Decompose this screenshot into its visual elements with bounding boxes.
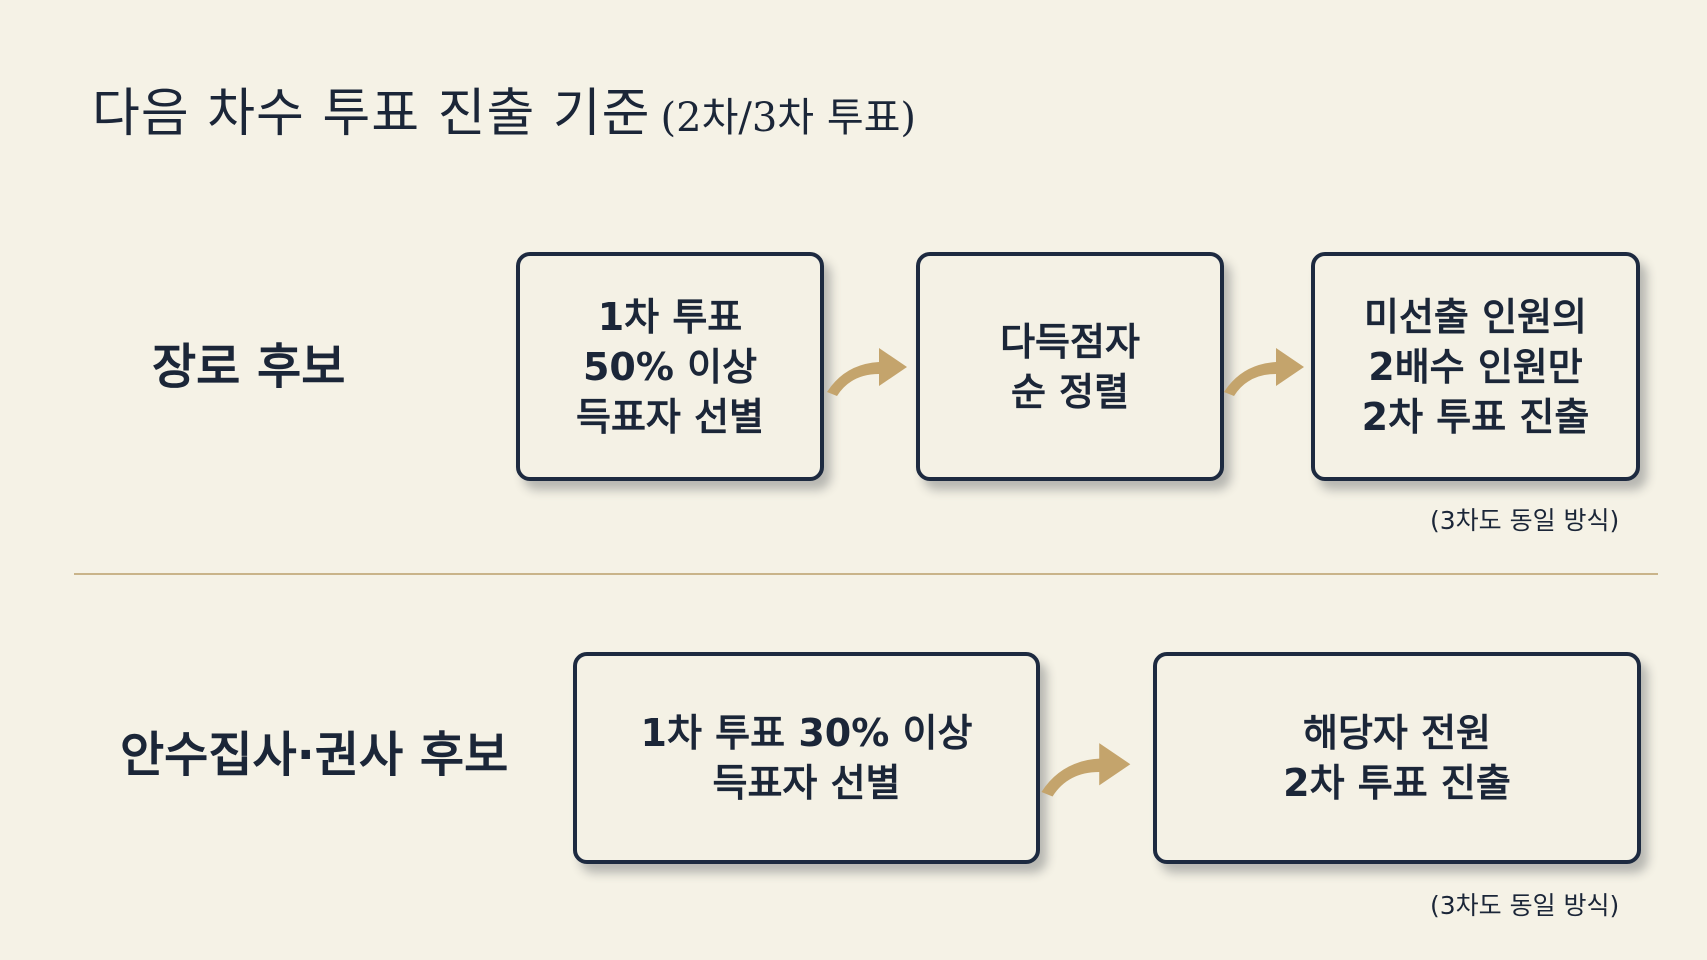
page-title: 다음 차수 투표 진출 기준(2차/3차 투표) — [92, 88, 916, 140]
step-box-elder-1: 1차 투표 50% 이상 득표자 선별 — [516, 252, 824, 481]
section-divider — [74, 573, 1658, 575]
box-line: 1차 투표 30% 이상 — [640, 711, 973, 755]
box-line: 2배수 인원만 — [1368, 344, 1583, 389]
box-line: 미선출 인원의 — [1364, 294, 1587, 339]
box-line: 2차 투표 진출 — [1361, 394, 1590, 439]
row-label-elder: 장로 후보 — [152, 339, 346, 395]
box-line: 다득점자 — [1000, 319, 1140, 364]
note-elder: (3차도 동일 방식) — [1430, 506, 1620, 535]
step-box-elder-3: 미선출 인원의 2배수 인원만 2차 투표 진출 — [1311, 252, 1640, 481]
step-box-elder-2: 다득점자 순 정렬 — [916, 252, 1224, 481]
box-line: 득표자 선별 — [712, 761, 901, 805]
row-label-deacon: 안수집사·권사 후보 — [120, 727, 509, 783]
step-box-deacon-1: 1차 투표 30% 이상 득표자 선별 — [573, 652, 1040, 864]
box-line: 1차 투표 — [597, 294, 743, 339]
box-line: 해당자 전원 — [1302, 711, 1492, 755]
box-line: 2차 투표 진출 — [1283, 761, 1511, 805]
curved-arrow-right-icon — [827, 348, 907, 396]
curved-arrow-right-icon — [1224, 348, 1304, 396]
title-sub: (2차/3차 투표) — [660, 95, 917, 141]
box-line: 순 정렬 — [1010, 369, 1130, 414]
note-deacon: (3차도 동일 방식) — [1430, 891, 1620, 920]
title-main: 다음 차수 투표 진출 기준 — [92, 84, 651, 144]
step-box-deacon-2: 해당자 전원 2차 투표 진출 — [1153, 652, 1641, 864]
curved-arrow-right-icon — [1041, 743, 1131, 797]
box-line: 득표자 선별 — [575, 394, 765, 439]
box-line: 50% 이상 — [582, 344, 758, 389]
